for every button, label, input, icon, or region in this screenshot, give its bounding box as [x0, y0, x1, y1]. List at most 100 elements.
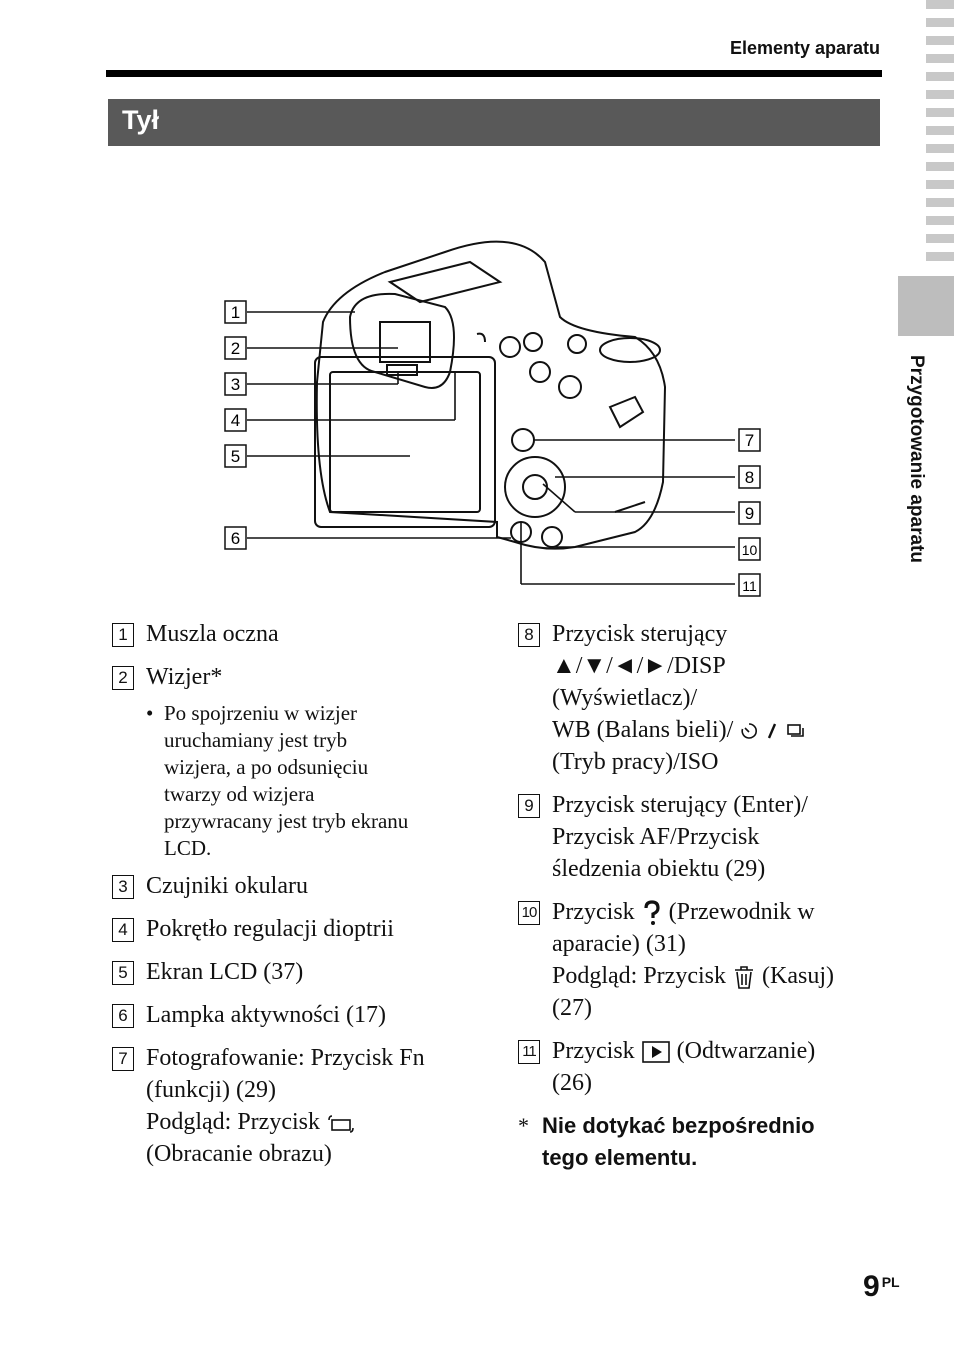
item-number: 9 [518, 794, 540, 818]
left-column: 1 Muszla oczna 2 Wizjer* • Po spojrzeniu… [112, 618, 482, 1181]
footnote-text: tego elementu. [542, 1145, 698, 1170]
bullet-text: wizjera, a po odsunięciu [164, 755, 369, 779]
callout-4: 4 [224, 408, 247, 432]
fn-button [511, 428, 535, 452]
list-item: 1 Muszla oczna [112, 618, 482, 650]
svg-text:4: 4 [231, 411, 240, 430]
item-number: 2 [112, 666, 134, 690]
svg-text:3: 3 [231, 375, 240, 394]
svg-text:9: 9 [745, 504, 754, 523]
callout-8: 8 [738, 465, 761, 489]
item-text: (Kasuj) [762, 963, 834, 989]
item-text: ▲/▼/◄/►/DISP [552, 653, 726, 679]
rotate-icon [328, 1115, 354, 1134]
item-number: 7 [112, 1047, 134, 1071]
svg-text:7: 7 [745, 431, 754, 450]
callout-10: 10 [738, 537, 761, 561]
self-timer-icon [741, 723, 758, 740]
item-text: (Przewodnik w [668, 899, 815, 925]
item-text: (Obracanie obrazu) [146, 1141, 332, 1167]
callout-3: 3 [224, 372, 247, 396]
callout-2: 2 [224, 336, 247, 360]
item-number: 4 [112, 918, 134, 942]
section-title-bar: Tył [108, 99, 880, 146]
section-title: Tył [122, 105, 160, 135]
list-item: 6 Lampka aktywności (17) [112, 999, 482, 1031]
hot-shoe [387, 260, 503, 304]
list-item: 7 Fotografowanie: Przycisk Fn (funkcji) … [112, 1042, 482, 1170]
item-number: 3 [112, 875, 134, 899]
help-icon [644, 900, 660, 926]
viewfinder [379, 321, 431, 363]
item-number: 1 [112, 623, 134, 647]
camera-body [315, 240, 667, 550]
item-text: Przycisk sterujący [552, 621, 728, 647]
item-number: 6 [112, 1004, 134, 1028]
bullet-text: LCD. [164, 836, 212, 860]
controller-center [522, 474, 548, 500]
list-item: 10 Przycisk (Przewodnik w aparacie) (31)… [518, 896, 888, 1024]
page-number-value: 9 [863, 1270, 880, 1303]
svg-text:5: 5 [231, 447, 240, 466]
item-number: 10 [518, 901, 540, 925]
list-item: 4 Pokrętło regulacji dioptrii [112, 913, 482, 945]
callout-5: 5 [224, 444, 247, 468]
item-text: WB (Balans bieli)/ [552, 717, 734, 743]
item-text: Przycisk [552, 1038, 635, 1064]
list-item: 2 Wizjer* [112, 661, 482, 693]
callout-7: 7 [738, 428, 761, 452]
item-number: 11 [518, 1040, 540, 1064]
callout-11: 11 [738, 573, 761, 597]
list-item: 5 Ekran LCD (37) [112, 956, 482, 988]
svg-text:11: 11 [742, 578, 757, 594]
side-tab-label: Przygotowanie aparatu [906, 355, 927, 563]
item-text: Czujniki okularu [146, 873, 308, 899]
header-rule [106, 70, 882, 77]
camera-back-diagram: 1 2 3 4 5 6 7 8 9 10 11 [224, 240, 761, 597]
item-text: Przycisk AF/Przycisk [552, 824, 760, 850]
item-text: (Wyświetlacz)/ [552, 685, 698, 711]
item-text: Muszla oczna [146, 621, 279, 647]
svg-text:6: 6 [231, 529, 240, 548]
bullet-note: • Po spojrzeniu w wizjer uruchamiany jes… [146, 701, 409, 860]
item-text: Wizjer* [146, 664, 223, 690]
trash-icon [735, 966, 753, 990]
item-text: Przycisk [552, 899, 635, 925]
item-text: Podgląd: Przycisk [146, 1109, 320, 1135]
svg-text:10: 10 [742, 542, 758, 558]
right-column: 8 Przycisk sterujący ▲/▼/◄/►/DISP (Wyświ… [518, 618, 888, 1174]
footnote-star: * [518, 1113, 529, 1138]
item-text: Fotografowanie: Przycisk Fn [146, 1045, 425, 1071]
item-number: 5 [112, 961, 134, 985]
controller-ring [504, 456, 566, 518]
item-text: Przycisk sterujący (Enter)/ [552, 792, 808, 818]
item-text: Ekran LCD (37) [146, 959, 304, 985]
bullet-text: Po spojrzeniu w wizjer [164, 701, 358, 725]
continuous-shooting-icon [787, 724, 805, 738]
list-item: 11 Przycisk (Odtwarzanie) (26) [518, 1035, 888, 1099]
running-header: Elementy aparatu [729, 38, 880, 58]
footnote: * Nie dotykać bezpośrednio tego elementu… [518, 1110, 888, 1174]
item-text: (Tryb pracy)/ISO [552, 749, 719, 775]
item-text: Lampka aktywności (17) [146, 1002, 386, 1028]
help-button [541, 526, 563, 548]
list-item: 8 Przycisk sterujący ▲/▼/◄/►/DISP (Wyświ… [518, 618, 888, 778]
item-text: aparacie) (31) [552, 931, 686, 957]
item-text: (26) [552, 1070, 592, 1096]
svg-text:8: 8 [745, 468, 754, 487]
page-lang: PL [881, 1274, 900, 1290]
bullet-text: twarzy od wizjera [164, 782, 315, 806]
item-text: śledzenia obiektu (29) [552, 856, 766, 882]
item-number: 8 [518, 623, 540, 647]
callout-6: 6 [224, 526, 247, 550]
bullet-text: uruchamiany jest tryb [164, 728, 348, 752]
play-icon [641, 1041, 670, 1064]
item-text: (funkcji) (29) [146, 1077, 276, 1103]
eyepiece-sensor [386, 364, 418, 376]
bullet-text: przywracany jest tryb ekranu [164, 809, 409, 833]
side-stripes [926, 0, 954, 270]
item-text: (Odtwarzanie) [676, 1038, 816, 1064]
footnote-text: Nie dotykać bezpośrednio [542, 1113, 815, 1138]
side-tab [898, 276, 954, 336]
